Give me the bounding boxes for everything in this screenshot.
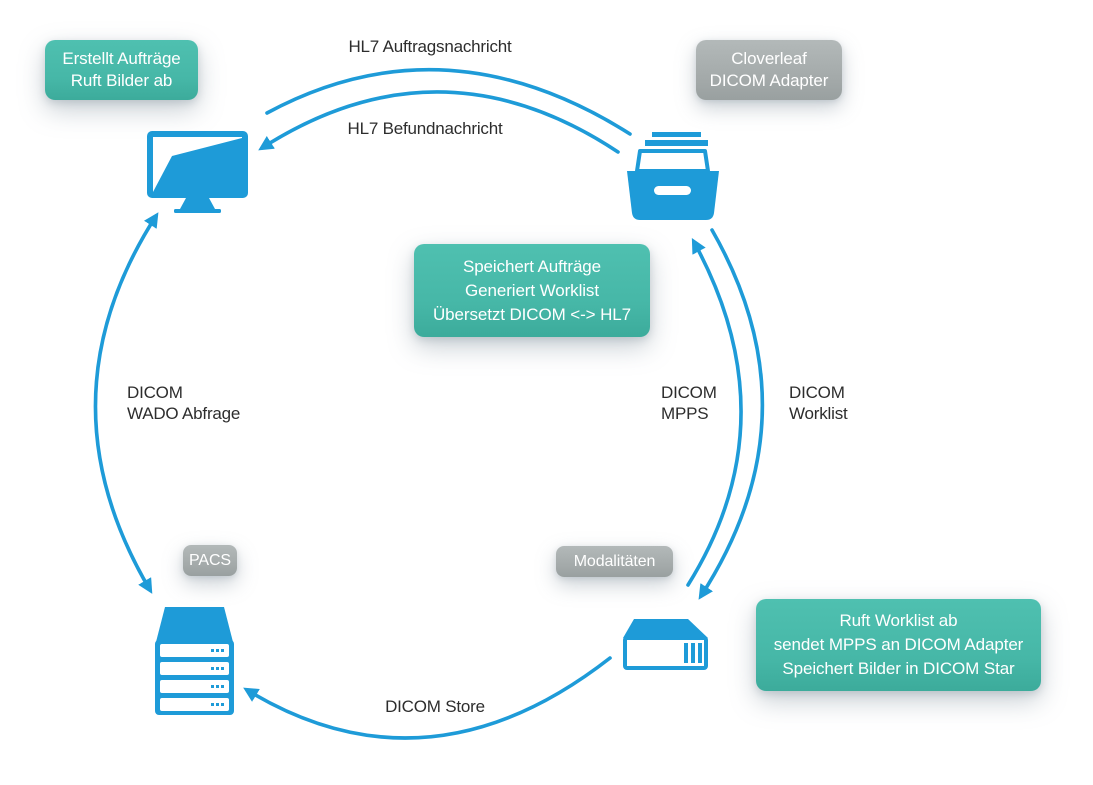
adapter-badge: Cloverleaf DICOM Adapter <box>696 40 842 100</box>
hl7-report-label: HL7 Befundnachricht <box>347 119 503 138</box>
modality-device-icon <box>623 619 708 670</box>
hl7-order-label: HL7 Auftragsnachricht <box>348 37 512 56</box>
mpps-arrow <box>686 238 743 587</box>
adapter-note-line3: Übersetzt DICOM <-> HL7 <box>433 304 631 324</box>
pacs-badge-label: PACS <box>189 551 231 569</box>
mpps-label-line2: MPPS <box>661 404 709 423</box>
adapter-badge-line1: Cloverleaf <box>731 49 807 68</box>
modality-note-line2: sendet MPPS an DICOM Adapter <box>773 635 1024 654</box>
server-stack-icon <box>155 607 234 715</box>
pacs-badge: PACS <box>183 545 237 576</box>
worklist-label: DICOM Worklist <box>789 382 848 424</box>
worklist-arrow <box>698 228 765 600</box>
wado-label-line1: DICOM <box>127 383 183 402</box>
wado-arrow <box>93 212 159 594</box>
mpps-label: DICOM MPPS <box>661 382 717 424</box>
modality-badge: Modalitäten <box>556 546 673 577</box>
monitor-icon <box>147 131 248 213</box>
modality-note: Ruft Worklist ab sendet MPPS an DICOM Ad… <box>756 599 1041 691</box>
workstation-badge-line1: Erstellt Aufträge <box>62 49 181 68</box>
modality-badge-label: Modalitäten <box>573 552 656 570</box>
modality-note-line3: Speichert Bilder in DICOM Star <box>782 659 1015 678</box>
workstation-badge-line2: Ruft Bilder ab <box>70 71 173 90</box>
worklist-label-line2: Worklist <box>789 404 848 423</box>
store-label: DICOM Store <box>385 697 485 716</box>
wado-label: DICOM WADO Abfrage <box>127 382 240 424</box>
adapter-note-line2: Generiert Worklist <box>465 280 599 300</box>
store-arrow <box>243 656 612 740</box>
mpps-label-line1: DICOM <box>661 383 717 402</box>
hl7-report-arrow <box>258 90 620 154</box>
workstation-badge: Erstellt Aufträge Ruft Bilder ab <box>45 40 198 100</box>
worklist-label-line1: DICOM <box>789 383 845 402</box>
inbox-drawer-icon <box>627 132 719 220</box>
adapter-badge-line2: DICOM Adapter <box>709 71 829 90</box>
wado-label-line2: WADO Abfrage <box>127 404 241 423</box>
modality-note-line1: Ruft Worklist ab <box>839 611 958 630</box>
adapter-note: Speichert Aufträge Generiert Worklist Üb… <box>414 244 650 337</box>
hl7-order-arrow <box>265 68 632 136</box>
adapter-note-line1: Speichert Aufträge <box>462 256 602 276</box>
